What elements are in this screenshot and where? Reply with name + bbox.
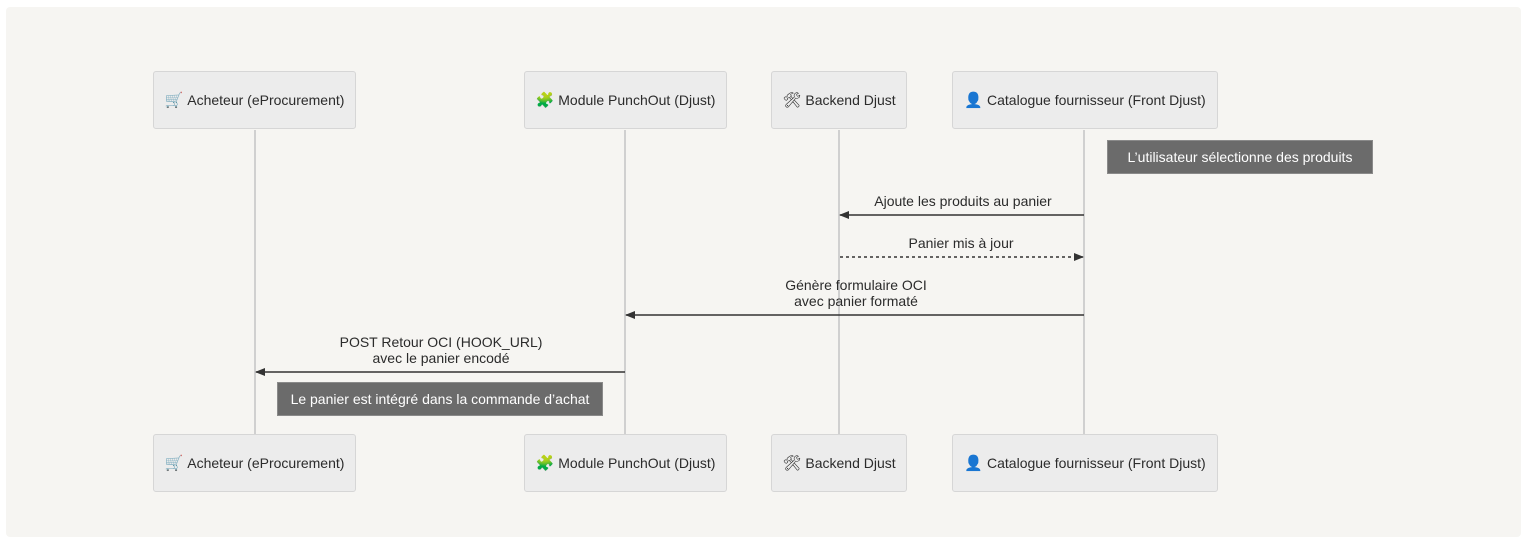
message-line: Génère formulaire OCI xyxy=(785,277,927,293)
lifeline-module xyxy=(624,130,626,435)
message-line: Panier mis à jour xyxy=(908,235,1014,251)
tools-icon: 🛠 xyxy=(782,91,802,109)
message-label-add-to-cart: Ajoute les produits au panier xyxy=(874,193,1051,209)
message-label-post-oci: POST Retour OCI (HOOK_URL) avec le panie… xyxy=(340,334,543,366)
actor-module-bottom: 🧩 Module PunchOut (Djust) xyxy=(524,434,727,492)
puzzle-icon: 🧩 xyxy=(535,91,555,109)
tools-icon: 🛠 xyxy=(782,454,802,472)
actor-buyer-top: 🛒 Acheteur (eProcurement) xyxy=(153,71,356,129)
actor-label: Catalogue fournisseur (Front Djust) xyxy=(987,455,1206,471)
message-line: avec panier formaté xyxy=(794,293,918,309)
actor-backend-bottom: 🛠 Backend Djust xyxy=(771,434,907,492)
lifeline-buyer xyxy=(254,130,256,435)
actor-catalog-bottom: 👤 Catalogue fournisseur (Front Djust) xyxy=(952,434,1218,492)
actor-backend-top: 🛠 Backend Djust xyxy=(771,71,907,129)
actor-label: Acheteur (eProcurement) xyxy=(187,92,345,108)
lifeline-backend xyxy=(838,130,840,435)
message-line: avec le panier encodé xyxy=(372,350,510,366)
message-label-generate-oci: Génère formulaire OCI avec panier format… xyxy=(785,277,927,309)
actor-label: Catalogue fournisseur (Front Djust) xyxy=(987,92,1206,108)
actor-label: Acheteur (eProcurement) xyxy=(187,455,345,471)
actor-catalog-top: 👤 Catalogue fournisseur (Front Djust) xyxy=(952,71,1218,129)
cart-icon: 🛒 xyxy=(164,454,184,472)
actor-buyer-bottom: 🛒 Acheteur (eProcurement) xyxy=(153,434,356,492)
actor-label: Module PunchOut (Djust) xyxy=(558,92,716,108)
actor-label: Backend Djust xyxy=(805,92,896,108)
lifeline-catalog xyxy=(1083,130,1085,435)
user-icon: 👤 xyxy=(964,454,984,472)
actor-label: Module PunchOut (Djust) xyxy=(558,455,716,471)
actor-label: Backend Djust xyxy=(805,455,896,471)
actor-module-top: 🧩 Module PunchOut (Djust) xyxy=(524,71,727,129)
message-line: POST Retour OCI (HOOK_URL) xyxy=(339,334,543,350)
user-icon: 👤 xyxy=(964,91,984,109)
puzzle-icon: 🧩 xyxy=(535,454,555,472)
cart-icon: 🛒 xyxy=(164,91,184,109)
note-cart-integrated: Le panier est intégré dans la commande d… xyxy=(277,382,603,416)
note-user-selects-products: L’utilisateur sélectionne des produits xyxy=(1107,140,1373,174)
message-label-cart-updated: Panier mis à jour xyxy=(908,235,1013,251)
message-line: Ajoute les produits au panier xyxy=(874,193,1052,209)
